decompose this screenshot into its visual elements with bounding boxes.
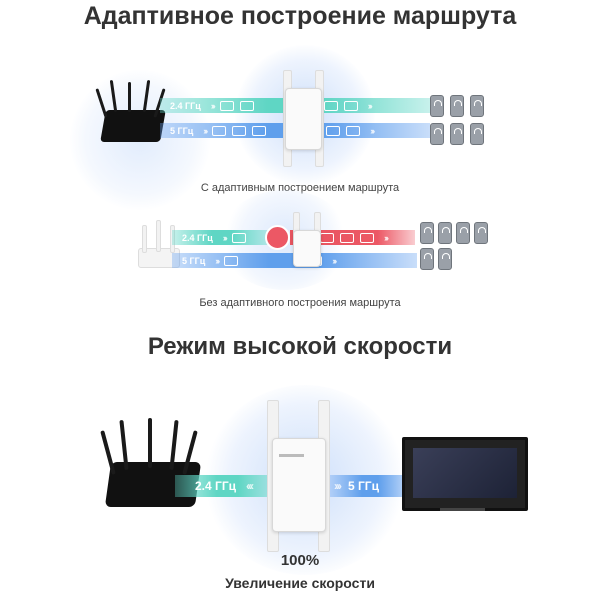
- band-row-5-speed: ››› 5 ГГц: [330, 475, 410, 497]
- chevron-icon: ›››: [370, 125, 375, 136]
- phone-icon: [420, 248, 434, 270]
- tv-icon: [402, 437, 528, 511]
- tv-screen: [413, 448, 517, 498]
- caption-without-routing: Без адаптивного построения маршрута: [199, 297, 401, 309]
- band-label-5: 5 ГГц: [170, 125, 194, 136]
- game-icon: [232, 125, 247, 136]
- range-extender-icon: [285, 88, 322, 150]
- band-row-congested: ›››: [290, 230, 415, 245]
- chevron-icon: ›››: [210, 100, 216, 111]
- band-label-5: 5 ГГц: [348, 479, 379, 493]
- phone-icon: [470, 123, 484, 145]
- phone-icon: [470, 95, 484, 117]
- speed-label: Увеличение скорости: [225, 575, 375, 591]
- video-icon: [219, 100, 234, 111]
- phone-icon: [438, 222, 452, 244]
- video-icon: [343, 100, 358, 111]
- band-label-24: 2.4 ГГц: [195, 479, 236, 493]
- mail-icon: [224, 255, 239, 266]
- router-antenna: [100, 430, 116, 475]
- router-antenna: [128, 82, 131, 112]
- chevron-icon: ›››: [203, 125, 208, 136]
- phone-icon: [430, 95, 444, 117]
- chevron-icon: ›››: [332, 255, 337, 266]
- chevron-icon: ›››: [222, 232, 228, 243]
- video-icon: [340, 232, 354, 243]
- caption-with-routing: С адаптивным построением маршрута: [200, 182, 400, 194]
- speed-percent: 100%: [280, 552, 320, 569]
- band-row-24-speed: 2.4 ГГц ‹‹‹: [175, 475, 280, 497]
- router-antenna: [142, 225, 147, 253]
- mail-icon: [323, 100, 338, 111]
- phone-icon: [450, 123, 464, 145]
- cloud-icon: [320, 232, 334, 243]
- band-label-24: 2.4 ГГц: [182, 232, 213, 243]
- band-row-24-b: 2.4 ГГц ›››: [172, 230, 272, 245]
- phone-icon: [438, 248, 452, 270]
- game-icon: [360, 232, 374, 243]
- play-icon: [265, 225, 290, 250]
- chevron-icon: ›››: [334, 479, 342, 493]
- chevron-icon: ›››: [367, 100, 373, 111]
- chevron-icon: ›››: [384, 232, 389, 243]
- cloud-icon: [346, 125, 361, 136]
- router-antenna: [148, 418, 152, 468]
- phone-icon: [474, 222, 488, 244]
- section1-title: Адаптивное построение маршрута: [83, 2, 517, 30]
- phone-icon: [456, 222, 470, 244]
- phone-icon: [430, 123, 444, 145]
- chevron-icon: ›››: [215, 255, 220, 266]
- cloud-icon: [252, 125, 267, 136]
- chevron-icon: ‹‹‹: [246, 479, 254, 493]
- range-extender-icon: [293, 230, 321, 267]
- router-antenna: [156, 220, 161, 252]
- section2-title: Режим высокой скорости: [147, 333, 453, 360]
- phone-icon: [450, 95, 464, 117]
- band-label-24: 2.4 ГГц: [170, 100, 201, 111]
- range-extender-icon: [272, 438, 326, 532]
- mail-icon: [212, 125, 227, 136]
- tv-stand: [440, 508, 485, 511]
- phone-icon: [420, 222, 434, 244]
- game-icon: [326, 125, 341, 136]
- video-icon: [231, 232, 246, 243]
- brand-logo: [279, 454, 304, 457]
- band-label-5: 5 ГГц: [182, 255, 206, 266]
- game-icon: [239, 100, 254, 111]
